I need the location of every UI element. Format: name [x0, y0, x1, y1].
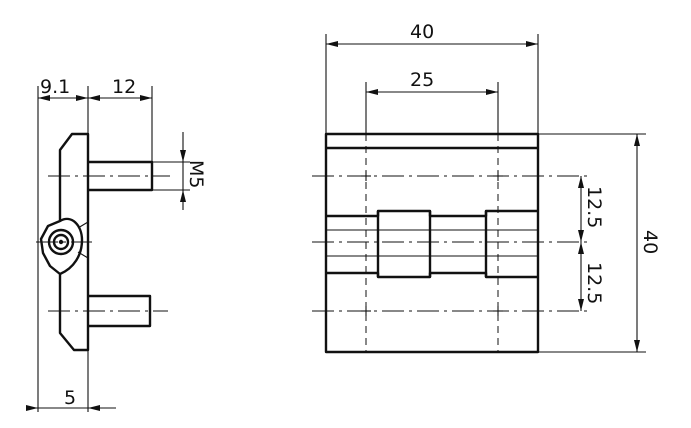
arrow-upper-offset-bottom [578, 230, 584, 242]
arrow-thickness-left [26, 405, 38, 411]
arrow-offset-right [76, 95, 88, 101]
upper-threaded-pin [88, 160, 154, 192]
dim-thickness-label: 5 [64, 387, 76, 409]
dim-width-label: 40 [410, 21, 434, 43]
arrow-spacing-left [366, 89, 378, 95]
front-view: 40 25 12.5 12.5 40 [312, 21, 661, 354]
dim-height-label: 40 [639, 230, 661, 254]
dim-offset-label: 9.1 [40, 76, 70, 98]
arrow-thread-bottom [180, 190, 186, 202]
pivot-center [58, 239, 64, 245]
arrow-width-right [526, 41, 538, 47]
arrow-thickness-right [88, 405, 100, 411]
side-view-knuckle-inner [77, 221, 89, 259]
side-view-knuckle [59, 217, 84, 276]
side-view-leaf-outline [39, 132, 90, 352]
arrow-pin-left [88, 95, 100, 101]
arrow-height-bottom [634, 340, 640, 352]
lower-threaded-pin [88, 294, 152, 328]
pin-crosses [361, 171, 503, 316]
dim-thread-label: M5 [185, 160, 207, 188]
arrow-width-left [326, 41, 338, 47]
knuckle-band-top [326, 209, 538, 218]
arrow-offset-left [38, 95, 50, 101]
arrow-pin-right [140, 95, 152, 101]
dim-upper-offset-label: 12.5 [583, 186, 605, 228]
arrow-lower-offset-bottom [578, 299, 584, 311]
arrow-height-top [634, 134, 640, 146]
arrow-lower-offset-top [578, 242, 584, 254]
dim-pin-length-label: 12 [112, 76, 136, 98]
dim-spacing-label: 25 [410, 69, 434, 91]
side-view: 9.1 12 M5 5 [26, 76, 207, 412]
knuckle-band-bottom [326, 271, 538, 279]
arrow-upper-offset-top [578, 176, 584, 188]
dim-lower-offset-label: 12.5 [583, 262, 605, 304]
knuckle-interlock-1 [376, 211, 488, 277]
arrow-spacing-right [486, 89, 498, 95]
arrow-thread-top [180, 150, 186, 162]
front-view-outline [324, 132, 540, 354]
